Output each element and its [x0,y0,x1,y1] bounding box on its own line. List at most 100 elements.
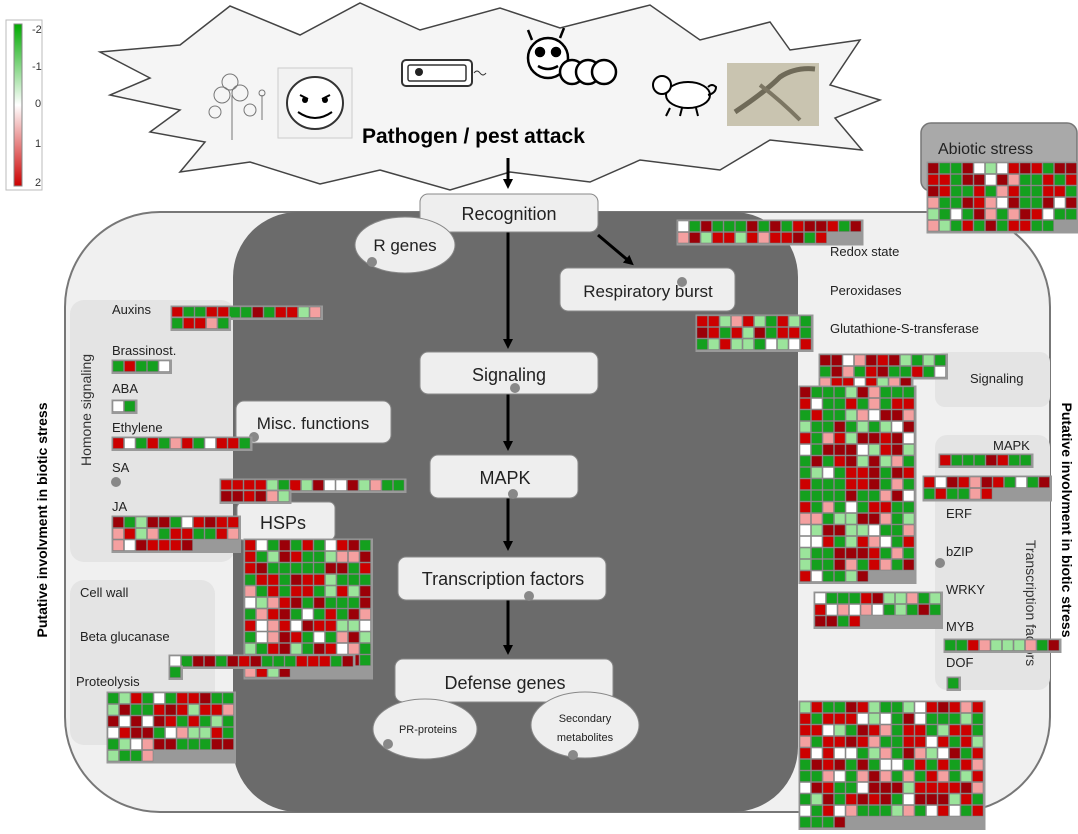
heatmap-cell [712,220,724,232]
heatmap-cell [880,547,892,559]
hormone-signaling-title: Homone signaling [78,354,94,466]
heatmap-cell [891,524,903,536]
heatmap-cell [854,366,866,378]
heatmap-cell [838,220,850,232]
heatmap-cell [800,338,812,350]
heatmap-cell [969,476,981,488]
heatmap-cell [834,793,846,805]
heatmap-cell [307,655,319,667]
heatmap-cell [222,738,234,750]
heatmap-cell [278,479,290,491]
heatmap-cell [834,467,846,479]
heatmap-cell [754,327,766,339]
heatmap-cell [348,620,360,632]
heatmap-cell [811,421,823,433]
heatmap-cell [130,704,142,716]
heatmap-cell [926,759,938,771]
heatmap-cell [799,536,811,548]
heatmap-cell [811,478,823,490]
heatmap-cell [107,704,119,716]
heatmap-cell [926,770,938,782]
heatmap-cell [302,562,314,574]
heatmap-cell [244,620,256,632]
heatmap-cell [926,782,938,794]
heatmap-cell [985,162,997,174]
heatmap-cell [181,655,193,667]
heatmap-cell [834,421,846,433]
heatmap-cell [696,315,708,327]
heatmap-cell [243,490,255,502]
heatmap-cell [996,197,1008,209]
heatmap-cell [834,536,846,548]
heatmap-cell [956,639,968,651]
heatmap-cell [822,386,834,398]
heatmap-cell [799,747,811,759]
heatmap-cell [147,360,159,372]
heatmap-cell [969,488,981,500]
heatmap-cell [950,220,962,232]
recognition-box [419,193,599,233]
heatmap-cell [834,570,846,582]
heatmap-cell [302,539,314,551]
heatmap-cell [934,354,946,366]
heatmap-cell [1025,639,1037,651]
heatmap-cell [814,604,826,616]
secondary-metabolites-label-2: metabolites [557,732,614,744]
heatmap-cell [967,639,979,651]
heatmap-cell [211,692,223,704]
heatmap-cell [903,386,915,398]
heatmap-cell [834,409,846,421]
heatmap-cell [799,805,811,817]
heatmap-cell [220,490,232,502]
heatmap-cell [857,747,869,759]
heatmap-cell [301,479,313,491]
heatmap-cell [891,805,903,817]
heatmap-cell [857,736,869,748]
heatmap-cell [742,327,754,339]
heatmap-cell [176,715,188,727]
legend-tick-0: 0 [35,98,41,110]
heatmap-cell [815,232,827,244]
heatmap-cell [309,306,321,318]
heatmap-cell [153,692,165,704]
heatmap-cell [359,643,371,655]
heatmap-cell [822,559,834,571]
bzip-label: bZIP [946,544,973,559]
heatmap-cell [336,608,348,620]
heatmap-cell [261,655,273,667]
heatmap-cell [188,704,200,716]
heatmap-cell [962,162,974,174]
heatmap-cell [222,692,234,704]
heatmap-cell [880,478,892,490]
heatmap-cell [822,770,834,782]
heatmap-cell [112,400,124,412]
heatmap-cell [302,585,314,597]
heatmap-cell [119,692,131,704]
heatmap-cell [211,738,223,750]
heatmap-cell [381,479,393,491]
heatmap-cell [900,354,912,366]
heatmap-cell [946,476,958,488]
heatmap-cell [290,643,302,655]
heatmap-cell [370,479,382,491]
heatmap-cell [708,338,720,350]
heatmap-cell [891,467,903,479]
heatmap-cell [348,585,360,597]
heatmap-cell [313,562,325,574]
heatmap-cell [290,597,302,609]
heatmap-cell [302,551,314,563]
heatmap-cell [211,715,223,727]
heatmap-cell [939,454,951,466]
heatmap-cell [914,713,926,725]
heatmap-cell [124,437,136,449]
heatmap-cell [837,604,849,616]
heatmap-cell [799,409,811,421]
misc-functions-box [235,400,392,444]
defense-big-grid [798,700,986,830]
heatmap-cell [290,539,302,551]
heatmap-cell [325,585,337,597]
heatmap-cell [960,747,972,759]
heatmap-cell [845,421,857,433]
heatmap-cell [256,620,268,632]
heatmap-cell [199,738,211,750]
